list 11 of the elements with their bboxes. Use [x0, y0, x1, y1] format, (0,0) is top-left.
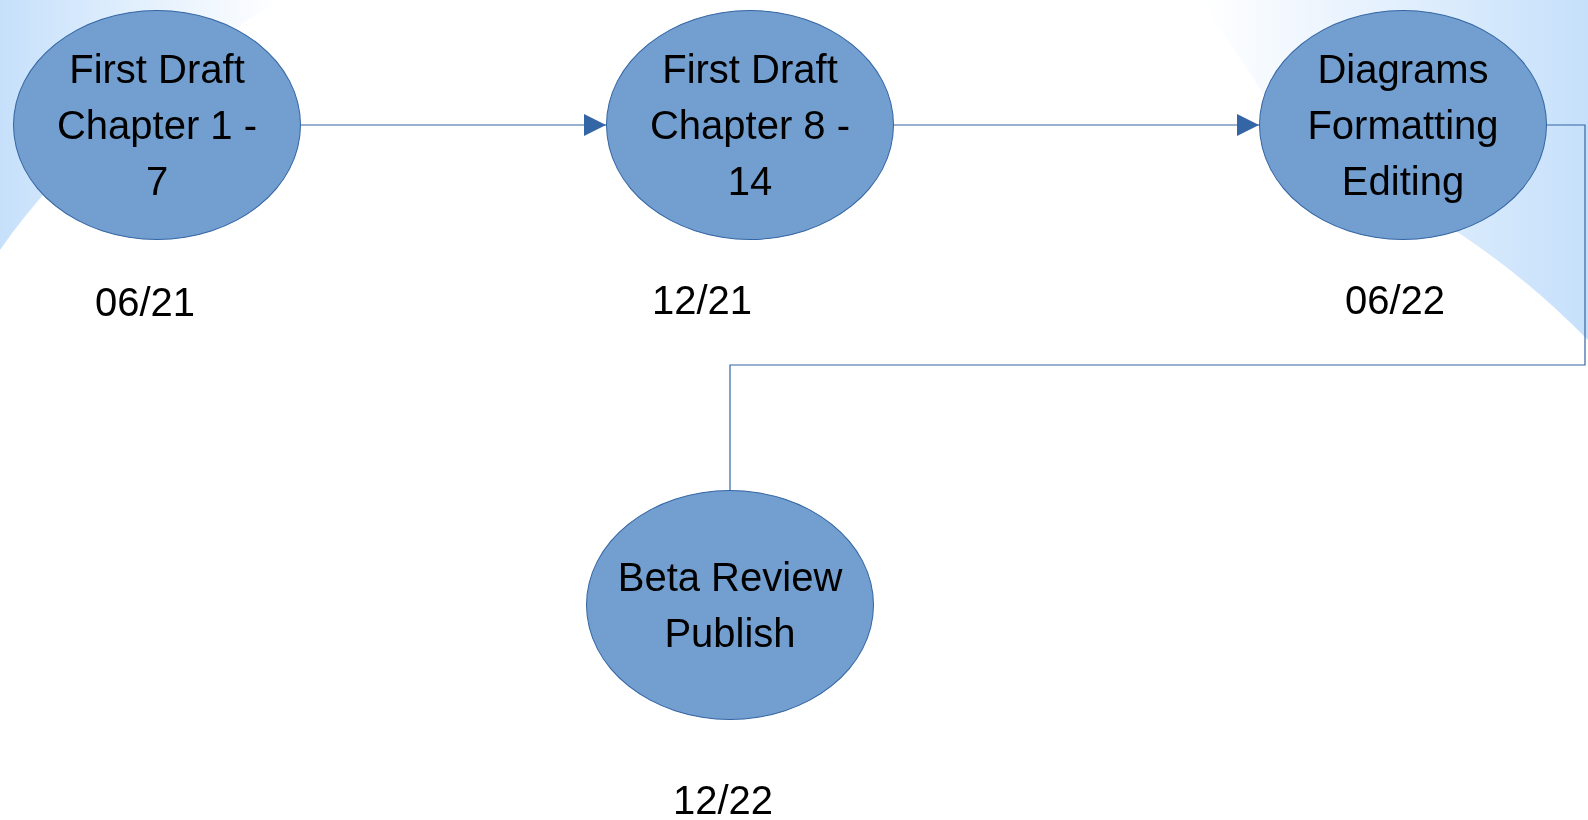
arrow	[893, 114, 1260, 136]
milestone-label: First Draft Chapter 8 - 14	[648, 46, 852, 205]
connector-line	[729, 124, 1586, 491]
milestone-label: Diagrams Formatting Editing	[1306, 46, 1500, 205]
date-label: 12/22	[672, 777, 774, 820]
date-label: 12/21	[651, 277, 753, 323]
milestone-label: Beta Review Publish	[616, 554, 844, 657]
date-label: 06/21	[94, 279, 196, 325]
milestone-label: First Draft Chapter 1 - 7	[55, 46, 259, 205]
date-label: 06/22	[1344, 277, 1446, 323]
arrow	[300, 114, 607, 136]
